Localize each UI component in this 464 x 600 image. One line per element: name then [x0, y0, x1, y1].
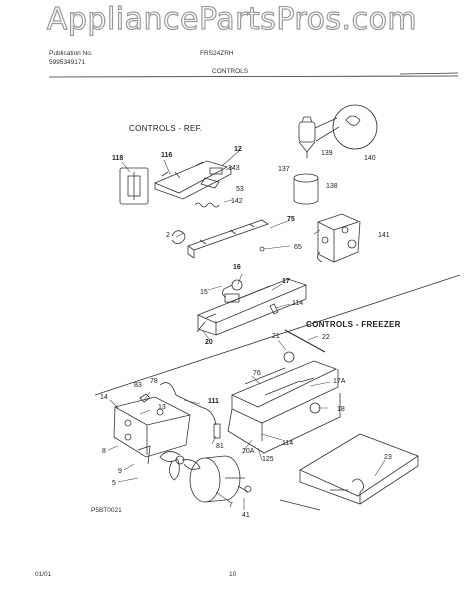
model-number: FRS24ZRH — [200, 50, 234, 57]
callout-53: 53 — [236, 186, 244, 193]
watermark: AppliancePartsPros.com — [46, 1, 418, 37]
callout-81: 81 — [216, 443, 224, 450]
footer-date: 01/01 — [35, 571, 52, 578]
callout-111: 111 — [208, 398, 219, 405]
callout-12: 12 — [234, 146, 242, 153]
callout-139: 139 — [321, 150, 333, 157]
fan-blade — [159, 451, 201, 481]
evaporator-cover — [299, 433, 419, 497]
thermostat-unit — [317, 213, 361, 263]
damper-cap — [298, 121, 316, 143]
callout-20a: 20A — [242, 448, 255, 455]
callout-5: 5 — [112, 480, 116, 487]
switch-box — [119, 167, 149, 205]
control-bracket — [153, 160, 229, 194]
callout-7: 7 — [229, 502, 233, 509]
callout-141: 141 — [378, 232, 390, 239]
callout-118: 118 — [112, 155, 124, 162]
callout-114-freezer: 114 — [282, 440, 294, 447]
knob — [231, 279, 243, 291]
freezer-air-duct — [231, 360, 338, 408]
sensor-probe — [284, 329, 326, 353]
publication-number: 5995349171 — [49, 59, 86, 66]
header-rule — [48, 75, 459, 78]
wire-harness — [159, 382, 217, 426]
callout-138: 138 — [326, 183, 338, 190]
callout-17a: 17A — [333, 378, 346, 385]
callout-20: 20 — [205, 339, 213, 346]
callout-75: 75 — [287, 216, 295, 223]
section-title: CONTROLS — [212, 68, 249, 75]
callout-140: 140 — [364, 155, 376, 162]
callout-16: 16 — [233, 264, 241, 271]
fan-motor — [189, 457, 221, 503]
callout-17: 17 — [282, 278, 290, 285]
callout-21: 21 — [272, 333, 280, 340]
cylinder — [293, 173, 319, 183]
callout-18: 18 — [337, 406, 345, 413]
callout-22: 22 — [322, 334, 330, 341]
callout-8: 8 — [102, 448, 106, 455]
callout-65: 65 — [294, 244, 302, 251]
callout-23: 23 — [384, 454, 392, 461]
callout-15: 15 — [200, 289, 208, 296]
callout-137: 137 — [278, 166, 290, 173]
controls-freezer-heading: CONTROLS - FREEZER — [306, 320, 401, 329]
callout-76: 76 — [253, 370, 261, 377]
callout-116: 116 — [161, 152, 173, 159]
callout-41: 41 — [242, 512, 250, 519]
callout-125: 125 — [262, 456, 274, 463]
figure-code: P5BT0021 — [91, 507, 122, 514]
thermostat-bar — [187, 219, 269, 251]
magnifier-circle — [332, 104, 378, 150]
callout-78: 78 — [150, 378, 158, 385]
fan-bracket — [113, 396, 191, 458]
controls-ref-heading: CONTROLS - REF. — [129, 124, 203, 133]
callout-2: 2 — [166, 232, 170, 239]
callout-114-ref: 114 — [292, 300, 304, 307]
control-housing — [196, 278, 308, 324]
callout-142: 142 — [231, 198, 243, 205]
callout-14: 14 — [100, 394, 108, 401]
section-divider — [94, 274, 461, 396]
callout-13: 13 — [158, 404, 166, 411]
callout-83: 83 — [134, 382, 142, 389]
publication-label: Publication No. — [49, 50, 93, 57]
callout-143: 143 — [228, 165, 240, 172]
callout-9: 9 — [118, 468, 122, 475]
page-number: 10 — [229, 571, 237, 578]
